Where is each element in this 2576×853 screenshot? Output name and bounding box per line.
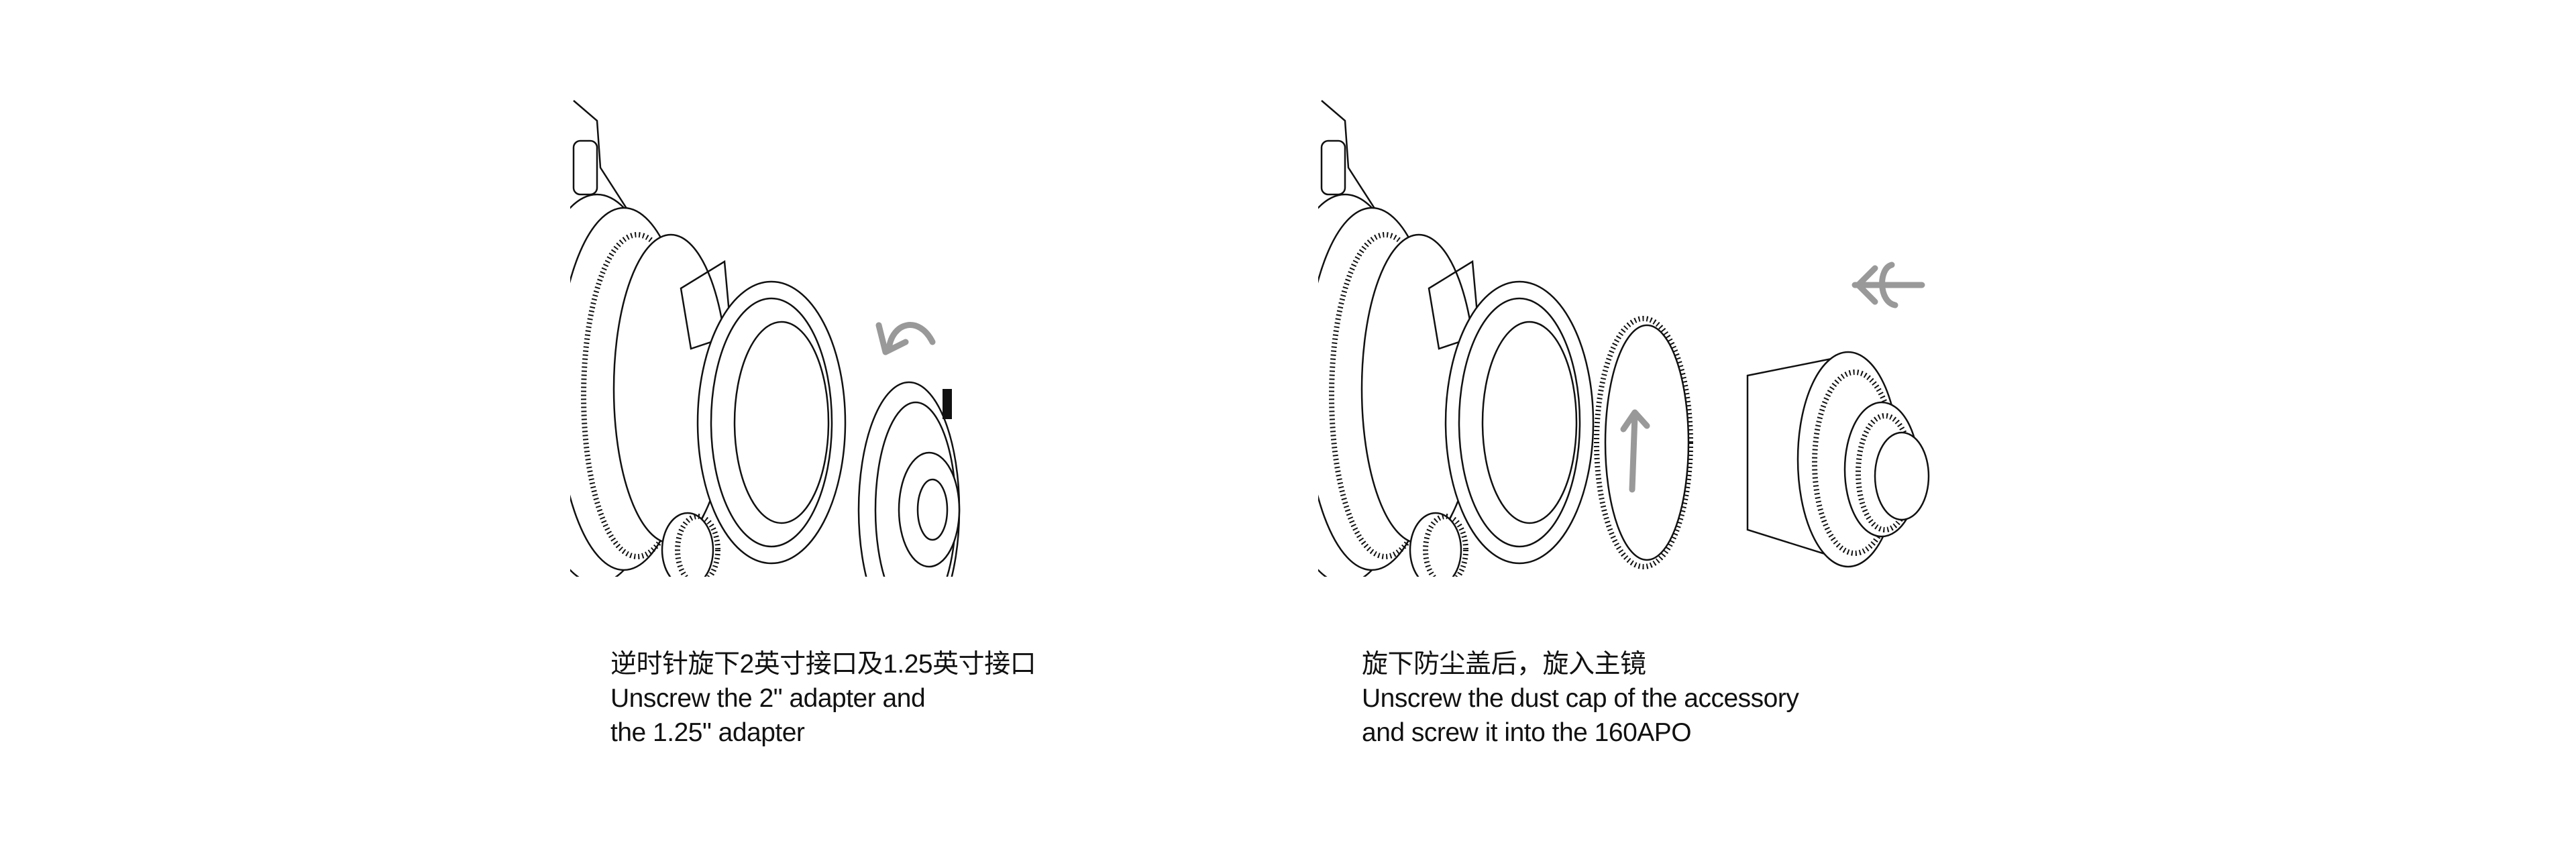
- insert-arrow-icon: [1851, 262, 1925, 308]
- step1-illustration-telescope-focuser: [570, 100, 961, 577]
- telescope-body: [1318, 100, 1595, 577]
- accessory-lens: [1746, 351, 1930, 568]
- focus-knob: [661, 512, 720, 577]
- counterclockwise-arrow-icon: [875, 322, 936, 355]
- step1-line1-en: Unscrew the 2" adapter and: [610, 684, 926, 713]
- step2-line1-en: Unscrew the dust cap of the accessory: [1362, 684, 1799, 713]
- step2-caption: 旋下防尘盖后，旋入主镜 Unscrew the dust cap of the …: [1362, 647, 1799, 750]
- step2-title-zh: 旋下防尘盖后，旋入主镜: [1362, 650, 1646, 679]
- step2-illustration-accessory-mount: [1318, 100, 1930, 577]
- one-point-twenty-five-inch-adapter: [857, 381, 961, 577]
- step1-line2-en: the 1.25" adapter: [610, 718, 805, 747]
- step1-title-zh: 逆时针旋下2英寸接口及1.25英寸接口: [610, 650, 1036, 679]
- two-inch-adapter: [696, 280, 847, 565]
- dust-cap: [1594, 316, 1693, 569]
- step1-caption: 逆时针旋下2英寸接口及1.25英寸接口 Unscrew the 2" adapt…: [610, 647, 1036, 750]
- rotate-arrow-icon: [1620, 409, 1650, 493]
- step2-line2-en: and screw it into the 160APO: [1362, 718, 1692, 747]
